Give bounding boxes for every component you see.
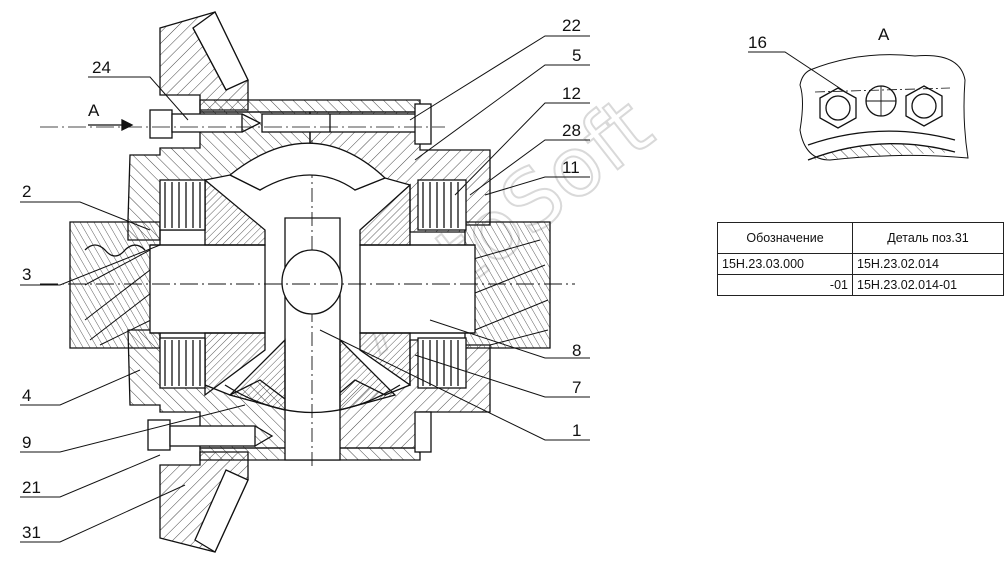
spec-header-designation: Обозначение: [717, 222, 853, 254]
label-8: 8: [572, 341, 581, 360]
label-16: 16: [748, 33, 767, 52]
label-2: 2: [22, 182, 31, 201]
right-side-gear: [359, 183, 411, 246]
spec-header-part: Деталь поз.31: [852, 222, 1004, 254]
right-side-gear-bore: [359, 244, 476, 334]
label-21: 21: [22, 478, 41, 497]
detail-bolt-left: [819, 87, 857, 129]
label-4: 4: [22, 386, 31, 405]
left-axle-shaft: [69, 221, 161, 349]
spec-table: Обозначение Деталь поз.31 15Н.23.03.000 …: [717, 222, 1004, 296]
label-9: 9: [22, 433, 31, 452]
spec-cell: 15Н.23.02.014: [852, 253, 1004, 275]
spec-cell: -01: [717, 274, 853, 296]
left-side-gear-bore: [149, 244, 266, 334]
label-1: 1: [572, 421, 581, 440]
pinion-gear-lower-left: [228, 338, 286, 411]
label-11: 11: [562, 158, 580, 177]
disc-pack-lower-left: [159, 337, 206, 389]
spec-cell: 15Н.23.03.000: [717, 253, 853, 275]
detail-bolt-center: [865, 85, 897, 117]
label-31: 31: [22, 523, 41, 542]
label-5: 5: [572, 46, 581, 65]
leader-lines: [20, 35, 590, 543]
disc-pack-upper-right: [417, 179, 467, 231]
detail-break-outline: [799, 54, 969, 161]
detail-bolt-right: [905, 85, 943, 127]
label-24: 24: [92, 58, 111, 77]
label-28: 28: [562, 121, 581, 140]
view-arrow-label: A: [88, 101, 100, 120]
spec-table-header: Обозначение Деталь поз.31: [717, 222, 1004, 254]
bolt-lower: [147, 411, 432, 453]
position-labels: 24 22 5 12 28 11 2 3 8 4 7 9 1 21 31 A: [22, 16, 581, 542]
disc-pack-upper-left: [159, 179, 206, 231]
label-22: 22: [562, 16, 581, 35]
spec-cell: 15Н.23.02.014-01: [852, 274, 1004, 296]
detail-view-title: A: [878, 25, 890, 44]
label-7: 7: [572, 378, 581, 397]
left-side-gear: [204, 178, 266, 246]
center-sphere: [281, 249, 343, 315]
bolt-upper: [149, 103, 432, 145]
disc-pack-lower-right: [417, 337, 467, 389]
section-view: [20, 11, 590, 553]
detail-ring-arc: [807, 130, 956, 146]
pinion-gear-upper: [228, 142, 387, 191]
detail-view-a: A 16: [748, 25, 969, 161]
label-12: 12: [562, 84, 581, 103]
pinion-gear-lower-right: [339, 338, 397, 411]
label-3: 3: [22, 265, 31, 284]
table-row: -01 15Н.23.02.014-01: [717, 274, 1004, 296]
table-row: 15Н.23.03.000 15Н.23.02.014: [717, 253, 1004, 275]
cover-flange-upper: [199, 99, 421, 113]
